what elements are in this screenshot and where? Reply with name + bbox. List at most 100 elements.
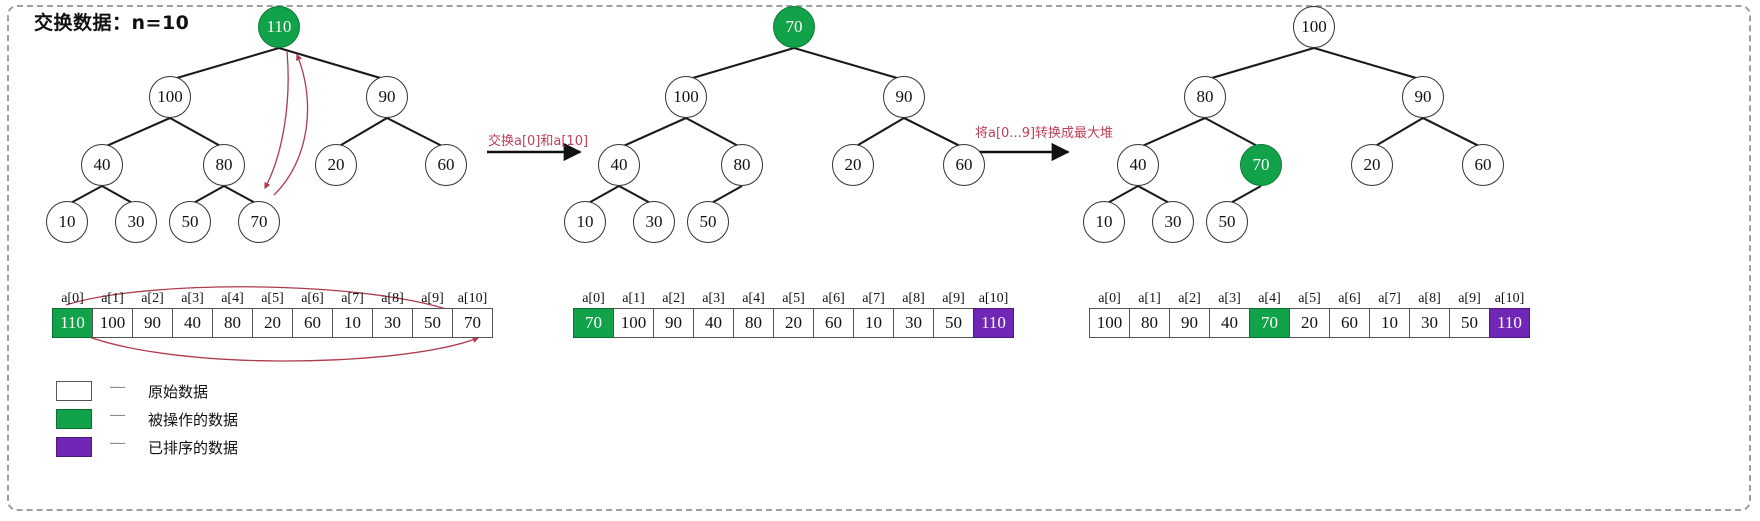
array-cell: 20 [252,308,293,338]
array-index-label: a[0] [61,291,84,306]
array-cell: 90 [132,308,173,338]
tree-node: 40 [598,144,640,186]
tree-node: 90 [1402,76,1444,118]
tree-node: 40 [81,144,123,186]
array-index-label: a[5] [782,291,805,306]
array-cell: 90 [1169,308,1210,338]
array-cell: 100 [1089,308,1130,338]
legend-label-original: 原始数据 [148,383,209,401]
array-index-label: a[8] [381,291,404,306]
array-cell: 70 [573,308,614,338]
array-index-label: a[6] [822,291,845,306]
tree-node: 10 [1083,201,1125,243]
array-cell: 10 [332,308,373,338]
array-cell: 10 [853,308,894,338]
tree-node: 70 [238,201,280,243]
tree-node: 100 [665,76,707,118]
tree-node: 20 [832,144,874,186]
array-cell: 30 [893,308,934,338]
tree-node: 90 [883,76,925,118]
array-cell: 80 [733,308,774,338]
array-index-label: a[4] [742,291,765,306]
array-index-label: a[1] [1138,291,1161,306]
legend-label-sorted: 已排序的数据 [148,439,239,457]
array-index-label: a[1] [622,291,645,306]
array-index-label: a[9] [1458,291,1481,306]
array-index-label: a[6] [301,291,324,306]
array-index-label: a[10] [1494,291,1525,306]
array-cell: 60 [813,308,854,338]
figure-title: 交换数据：n=10 [34,12,190,34]
array-index-label: a[4] [221,291,244,306]
array-index-label: a[6] [1338,291,1361,306]
array-index-label: a[10] [457,291,488,306]
tree-node: 30 [115,201,157,243]
array-cell: 90 [653,308,694,338]
array-cell: 40 [693,308,734,338]
array-index-label: a[7] [862,291,885,306]
array-cell: 50 [412,308,453,338]
transition-label-2: 将a[0...9]转换成最大堆 [975,126,1114,141]
tree-node: 70 [1240,144,1282,186]
tree-node: 40 [1117,144,1159,186]
array-index-label: a[3] [702,291,725,306]
array-index-label: a[3] [1218,291,1241,306]
array-cell: 60 [1329,308,1370,338]
tree-node: 80 [1184,76,1226,118]
array-index-label: a[7] [341,291,364,306]
array-index-label: a[3] [181,291,204,306]
array-cell: 10 [1369,308,1410,338]
tree-node: 100 [1293,6,1335,48]
transition-label-1: 交换a[0]和a[10] [488,134,589,149]
tree-node: 20 [315,144,357,186]
tree-node: 10 [564,201,606,243]
tree-node: 60 [1462,144,1504,186]
tree-node: 30 [1152,201,1194,243]
array-index-label: a[0] [1098,291,1121,306]
tree-node: 80 [721,144,763,186]
tree-node: 110 [258,6,300,48]
array-cell: 80 [212,308,253,338]
tree-node: 10 [46,201,88,243]
array-index-label: a[8] [902,291,925,306]
tree-node: 100 [149,76,191,118]
tree-node: 20 [1351,144,1393,186]
figure-border [7,5,1751,511]
array-cell: 20 [773,308,814,338]
tree-node: 60 [425,144,467,186]
array-index-label: a[8] [1418,291,1441,306]
array-index-label: a[0] [582,291,605,306]
legend-dash-3: — [110,435,125,451]
array-index-label: a[2] [141,291,164,306]
tree-node: 50 [169,201,211,243]
legend-swatch-original [56,381,92,401]
array-index-label: a[9] [942,291,965,306]
array-cell: 100 [92,308,133,338]
array-cell: 50 [933,308,974,338]
legend-label-operated: 被操作的数据 [148,411,239,429]
tree-node: 50 [687,201,729,243]
array-cell: 40 [172,308,213,338]
array-index-label: a[5] [1298,291,1321,306]
array-cell: 40 [1209,308,1250,338]
array-cell: 70 [452,308,493,338]
legend-dash-1: — [110,379,125,395]
array-cell: 110 [52,308,93,338]
array-cell: 70 [1249,308,1290,338]
legend-dash-2: — [110,407,125,423]
tree-node: 60 [943,144,985,186]
array-cell: 110 [1489,308,1530,338]
array-cell: 20 [1289,308,1330,338]
array-cell: 110 [973,308,1014,338]
array-index-label: a[1] [101,291,124,306]
tree-node: 80 [203,144,245,186]
array-cell: 60 [292,308,333,338]
array-index-label: a[4] [1258,291,1281,306]
array-index-label: a[5] [261,291,284,306]
tree-node: 30 [633,201,675,243]
legend-swatch-sorted [56,437,92,457]
legend-swatch-operated [56,409,92,429]
array-index-label: a[7] [1378,291,1401,306]
array-cell: 30 [1409,308,1450,338]
array-cell: 80 [1129,308,1170,338]
